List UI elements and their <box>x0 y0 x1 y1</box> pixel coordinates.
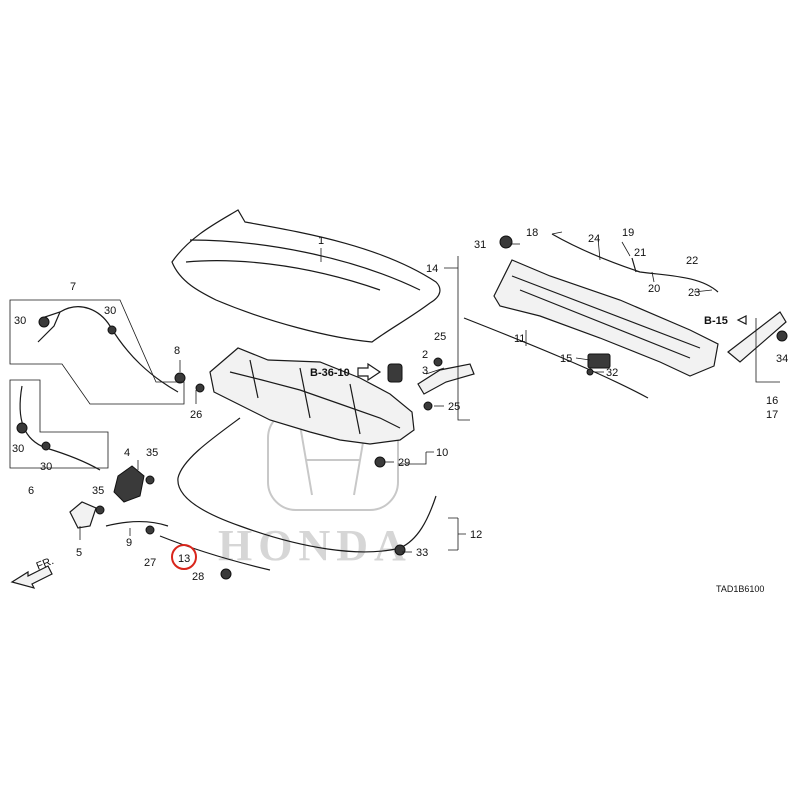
callout-27: 27 <box>144 557 156 569</box>
callout-22: 22 <box>686 255 698 267</box>
ref-b-36-10[interactable]: B-36-10 <box>310 362 382 382</box>
cowl-clip[interactable] <box>587 353 611 369</box>
callout-34: 34 <box>776 353 788 365</box>
callout-30c: 30 <box>12 443 24 455</box>
callout-21: 21 <box>634 247 646 259</box>
ref-b-15-text: B-15 <box>704 315 728 327</box>
callout-23: 23 <box>688 287 700 299</box>
hood-inner-frame[interactable] <box>209 347 415 445</box>
callout-13: 13 <box>178 553 190 565</box>
callout-9: 9 <box>126 537 132 549</box>
front-marker: FR. <box>10 555 56 589</box>
callout-5: 5 <box>76 547 82 559</box>
callout-32: 32 <box>606 367 618 379</box>
callout-30d: 30 <box>40 461 52 473</box>
callout-25b: 25 <box>448 401 460 413</box>
grouping-frames <box>9 256 780 551</box>
release-cable-lower[interactable] <box>19 385 101 471</box>
hinge-bracket[interactable] <box>417 363 475 395</box>
callout-20: 20 <box>648 283 660 295</box>
callout-16: 16 <box>766 395 778 407</box>
callout-6: 6 <box>28 485 34 497</box>
front-marker-text: FR. <box>35 555 56 573</box>
callout-18: 18 <box>526 227 538 239</box>
callout-14: 14 <box>426 263 438 275</box>
callout-labels: 1 2 3 4 5 6 7 8 9 10 11 12 13 14 15 16 1… <box>12 227 788 583</box>
latch-bracket[interactable] <box>69 501 97 529</box>
callout-31: 31 <box>474 239 486 251</box>
callout-3: 3 <box>422 365 428 377</box>
callout-10: 10 <box>436 447 448 459</box>
callout-28: 28 <box>192 571 204 583</box>
callout-8: 8 <box>174 345 180 357</box>
callout-1: 1 <box>318 235 324 247</box>
callout-19: 19 <box>622 227 634 239</box>
callout-25: 25 <box>434 331 446 343</box>
leader-lines <box>79 231 713 553</box>
auxiliary-cable[interactable] <box>159 535 271 571</box>
hood-panel[interactable] <box>171 209 441 343</box>
highlight-circle <box>171 544 197 570</box>
hood-latch[interactable] <box>113 465 145 503</box>
release-rod[interactable] <box>105 520 169 527</box>
callout-30b: 30 <box>104 305 116 317</box>
callout-4: 4 <box>124 447 130 459</box>
callout-2: 2 <box>422 349 428 361</box>
callout-24: 24 <box>588 233 600 245</box>
callout-12: 12 <box>470 529 482 541</box>
fasteners <box>16 235 788 580</box>
callout-11: 11 <box>514 333 525 345</box>
cowl-seal[interactable] <box>463 317 649 399</box>
callout-17: 17 <box>766 409 778 421</box>
callout-15: 15 <box>560 353 572 365</box>
callout-30a: 30 <box>14 315 26 327</box>
callout-33: 33 <box>416 547 428 559</box>
callout-7: 7 <box>70 281 76 293</box>
callout-35b: 35 <box>92 485 104 497</box>
ref-b-36-10-text: B-36-10 <box>310 367 350 379</box>
callout-35a: 35 <box>146 447 158 459</box>
washer-hose[interactable] <box>551 233 719 293</box>
ref-b-15[interactable]: B-15 <box>704 315 747 327</box>
callout-26: 26 <box>190 409 202 421</box>
callout-29: 29 <box>398 457 410 469</box>
side-seal[interactable] <box>727 311 787 363</box>
front-seal[interactable] <box>177 417 437 553</box>
cowl-top[interactable] <box>493 259 719 377</box>
release-cable[interactable] <box>37 306 179 393</box>
diagram-code: TAD1B6100 <box>716 584 764 594</box>
